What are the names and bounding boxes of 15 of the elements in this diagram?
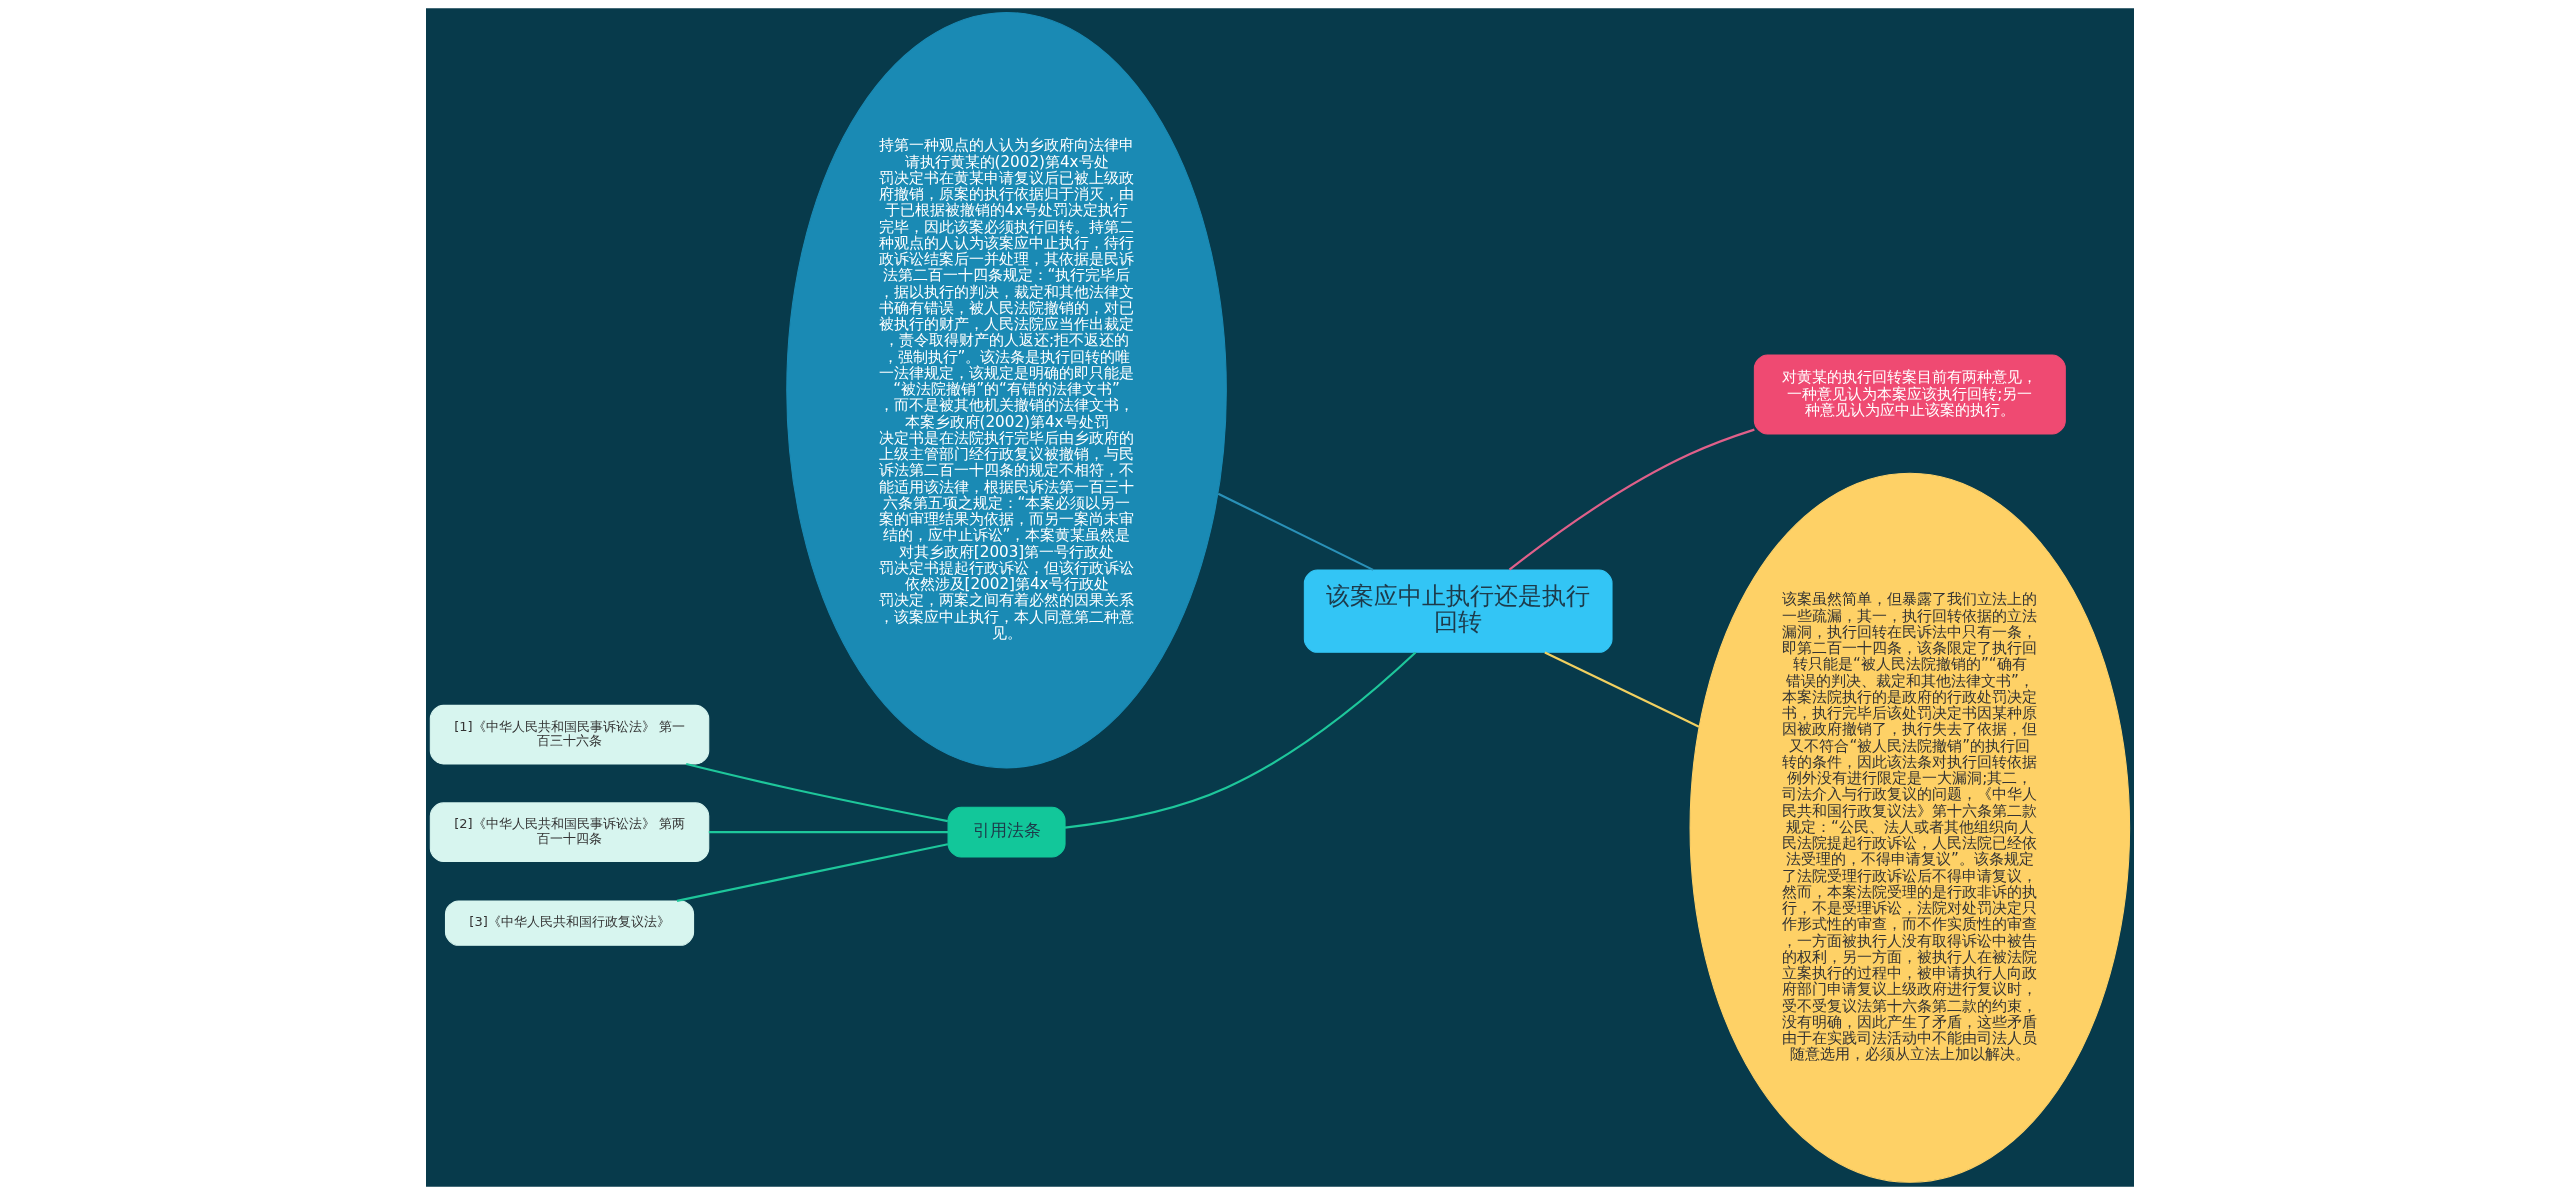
connector [1508,428,1755,571]
connector [1064,651,1417,829]
connector [1217,492,1374,571]
node-box: 该案应中止执行还是执行回转 [1303,569,1613,653]
node-ellipse: 持第一种观点的人认为乡政府向法律申请执行黄某的(2002)第4x号处罚决定书在黄某申请复议后已被上级政府撤销，原案的执行依据归于消灭，由于已根据被撤销的4x号处罚决定执行完毕，因此该案必须执行回转。持第二种观点的人认为该案应中止执行，待行政诉讼结案后一并处理，其依据是民诉法第二百一十四条规定：“执行完毕后，据以执行的判决，裁定和其他法律文书确有错误，被人民法院撤销的，对已被执行的财产，人民法院应当作出裁定，责令取得财产的人返还;拒不返还的，强制执行”。该法条是执行回转的唯一法律规定，该规定是明确的即只能是“被法院撤销”的“有错的法律文书”，而不是被其他机关撤销的法律文书，本案乡政府(2002)第4x号处罚决定书是在法院执行完毕后由乡政府的上级主管部门经行政复议被撤销，与民诉法第二百一十四条的规定不相符，不能适用该法律，根据民诉法第一百三十六条第五项之规定：“本案必须以另一案的审理结果为依据，而另一案尚未审结的，应中止诉讼”，本案黄某虽然是对其乡政府[2003]第一号行政处罚决定书提起行政诉讼，但该行政诉讼依然涉及[2002]第4x号行政处罚决定，两案之间有着必然的因果关系，该案应中止执行，本人同意第二种意见。 [786,11,1227,769]
node-ellipse: 该案虽然简单，但暴露了我们立法上的一些疏漏，其一，执行回转依据的立法漏洞，执行回转在民诉法中只有一条，即第二百一十四条，该条限定了执行回转只能是“被人民法院撤销的”“确有错误的判决、裁定和其他法律文书”，本案法院执行的是政府的行政处罚决定书，执行完毕后该处罚决定书因某种原因被政府撤销了，执行失去了依据，但又不符合“被人民法院撤销”的执行回转的条件，因此该法条对执行回转依据例外没有进行限定是一大漏洞;其二，司法介入与行政复议的问题，《中华人民共和国行政复议法》第十六条第二款规定：“公民、法人或者其他组织向人民法院提起行政诉讼，人民法院已经依法受理的，不得申请复议”。该条规定了法院受理行政诉讼后不得申请复议，然而，本案法院受理的是行政非诉的执行，不是受理诉讼，法院对处罚决定只作形式性的审查，而不作实质性的审查，一方面被执行人没有取得诉讼中被告的权利，另一方面，被执行人在被法院立案执行的过程中，被申请执行人向政府部门申请复议上级政府进行复议时，受不受复议法第十六条第二款的约束，没有明确，因此产生了矛盾，这些矛盾由于在实践司法活动中不能由司法人员随意选用，必须从立法上加以解决。 [1689,472,2131,1183]
node-box: 对黄某的执行回转案目前有两种意见，一种意见认为本案应该执行回转;另一种意见认为应中止该案的执行。 [1753,354,2066,435]
connector [685,762,948,823]
node-box: 引用法条 [947,806,1066,858]
node-box: [3]《中华人民共和国行政复议法》 [444,900,695,946]
node-box: [1]《中华人民共和国民事诉讼法》 第一百三十六条 [429,704,710,765]
node-box: [2]《中华人民共和国民事诉讼法》 第两百一十四条 [429,802,710,862]
connector [676,843,949,902]
connector [708,831,948,834]
connector [1544,651,1700,728]
